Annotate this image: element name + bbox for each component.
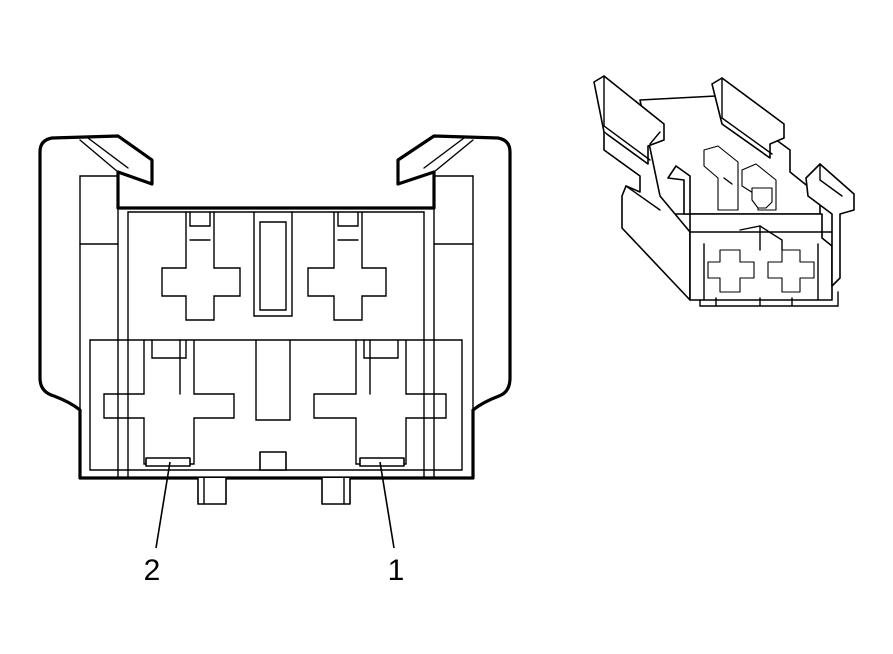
center-divider	[255, 339, 291, 471]
right-latch	[423, 137, 474, 479]
pin-label-1: 1	[388, 554, 405, 587]
iso-upper-cavities	[703, 145, 777, 211]
iso-left-latch	[593, 75, 665, 165]
connector-isometric-view	[593, 75, 855, 307]
leader-line-pin-2	[155, 461, 171, 549]
left-latch	[79, 137, 129, 479]
center-polarizing-key	[253, 211, 293, 317]
connector-face-view: 2 1	[38, 134, 512, 587]
iso-lower-cavities	[699, 225, 839, 307]
terminal-cavity-frame	[89, 211, 463, 471]
iso-right-latch	[711, 77, 785, 159]
iso-front-latch	[805, 163, 855, 287]
upper-terminal-cavity-left	[161, 211, 241, 321]
pin-label-2: 2	[144, 554, 161, 587]
connector-housing-outline	[38, 134, 512, 480]
leader-line-pin-1	[379, 461, 395, 549]
bottom-mounting-tabs	[197, 477, 351, 505]
upper-terminal-cavity-right	[307, 211, 387, 321]
